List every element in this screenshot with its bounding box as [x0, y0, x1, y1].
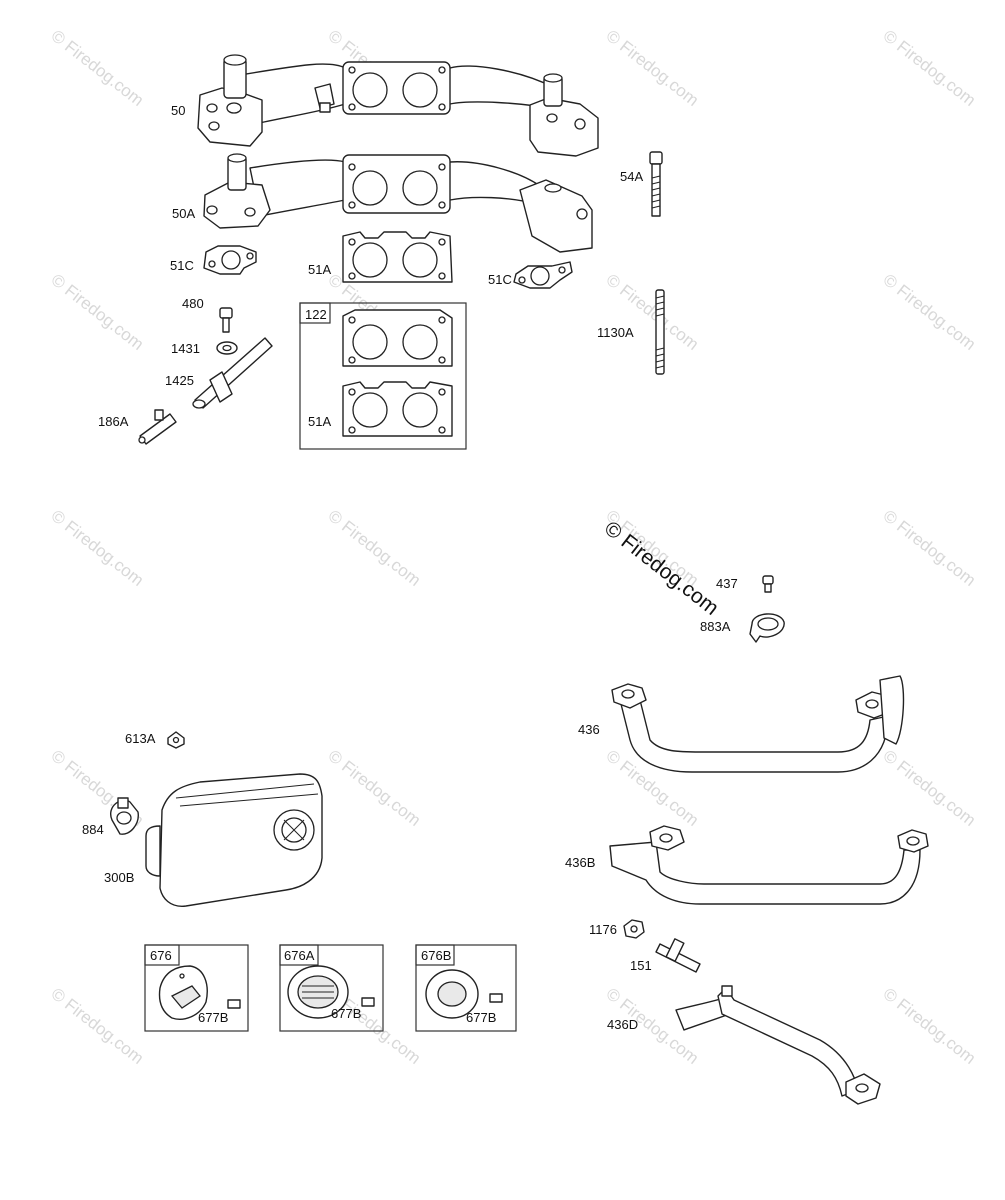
gasket-51A-upper: [342, 231, 453, 283]
label-677B-676B: 677B: [466, 1010, 496, 1025]
label-122: 122: [305, 307, 327, 322]
kit-box-676: [144, 944, 249, 1032]
watermark-tile: © Firedog.com: [48, 270, 148, 354]
screw-437: [762, 575, 774, 593]
label-151: 151: [630, 958, 652, 973]
label-436B: 436B: [565, 855, 595, 870]
label-436: 436: [578, 722, 600, 737]
label-50A: 50A: [172, 206, 195, 221]
label-677B-676: 677B: [198, 1010, 228, 1025]
label-51C-left: 51C: [170, 258, 194, 273]
gasket-51C-right: [513, 261, 573, 289]
label-613A: 613A: [125, 731, 156, 746]
label-51A-box: 51A: [308, 414, 331, 429]
clamp-883A: [749, 613, 785, 643]
watermark-tile: © Firedog.com: [880, 506, 980, 590]
label-883A: 883A: [700, 619, 731, 634]
label-437: 437: [716, 576, 738, 591]
kit-box-122: [299, 302, 467, 450]
watermark-tile: © Firedog.com: [880, 746, 980, 830]
watermark-tile: © Firedog.com: [325, 746, 425, 830]
label-676A: 676A: [284, 948, 315, 963]
label-884: 884: [82, 822, 104, 837]
nut-1176: [623, 919, 645, 939]
label-51A-upper: 51A: [308, 262, 331, 277]
watermark-tile: © Firedog.com: [880, 984, 980, 1068]
watermark-tile: © Firedog.com: [325, 506, 425, 590]
label-676B: 676B: [421, 948, 451, 963]
exhaust-pipe-436D: [675, 985, 881, 1105]
gasket-51C-left: [203, 245, 257, 275]
watermark-tile: © Firedog.com: [48, 984, 148, 1068]
watermark-tile: © Firedog.com: [603, 270, 703, 354]
label-436D: 436D: [607, 1017, 638, 1032]
clamp-884: [110, 797, 139, 835]
screw-613A: [167, 731, 185, 749]
label-677B-676A: 677B: [331, 1006, 361, 1021]
intake-manifold-50: [197, 54, 599, 157]
label-480: 480: [182, 296, 204, 311]
watermark-tile: © Firedog.com: [48, 506, 148, 590]
watermark-tile: © Firedog.com: [880, 270, 980, 354]
fitting-186A: [138, 409, 177, 445]
label-300B: 300B: [104, 870, 134, 885]
label-50: 50: [171, 103, 185, 118]
washer-1431: [216, 341, 238, 355]
fitting-151: [655, 938, 701, 973]
label-676: 676: [150, 948, 172, 963]
kit-box-676B: [415, 944, 517, 1032]
stud-1130A: [655, 289, 665, 375]
label-54A: 54A: [620, 169, 643, 184]
bolt-480: [219, 307, 233, 333]
kit-box-676A: [279, 944, 384, 1032]
watermark-main: © Firedog.com: [600, 517, 723, 620]
intake-manifold-50A: [203, 153, 593, 253]
exhaust-pipe-436B: [609, 825, 929, 905]
tube-1425: [192, 337, 273, 409]
label-1130A: 1130A: [597, 325, 634, 340]
label-1176: 1176: [589, 922, 617, 937]
label-1431: 1431: [171, 341, 200, 356]
watermark-tile: © Firedog.com: [880, 26, 980, 110]
label-186A: 186A: [98, 414, 129, 429]
exhaust-pipe-436: [611, 675, 905, 773]
label-51C-right: 51C: [488, 272, 512, 287]
watermark-tile: © Firedog.com: [603, 26, 703, 110]
watermark-tile: © Firedog.com: [48, 26, 148, 110]
label-1425: 1425: [165, 373, 194, 388]
bolt-54A: [649, 151, 663, 217]
muffler-300B: [145, 773, 323, 907]
